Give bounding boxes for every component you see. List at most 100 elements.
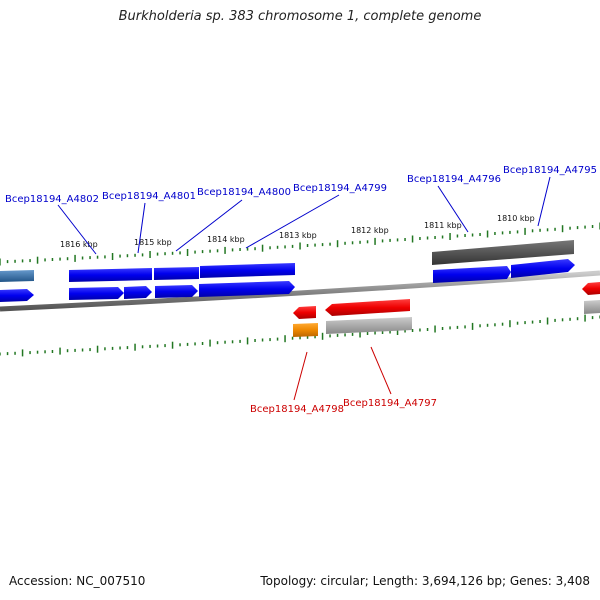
tick-mark — [531, 229, 534, 233]
tick-mark — [14, 351, 16, 355]
tick-mark — [29, 259, 31, 263]
gene-feature[interactable] — [0, 270, 34, 282]
tick-mark — [561, 318, 564, 322]
tick-mark — [336, 240, 339, 248]
tick-mark — [141, 345, 144, 349]
gene-label-a4795[interactable]: Bcep18194_A4795 — [503, 165, 597, 176]
tick-mark — [126, 254, 129, 258]
tick-mark — [389, 330, 391, 334]
tick-mark — [66, 349, 69, 353]
gene-label-a4797[interactable]: Bcep18194_A4797 — [343, 398, 437, 409]
tick-mark — [374, 237, 376, 245]
tick-mark — [321, 332, 324, 340]
cds-feature[interactable] — [155, 285, 198, 298]
callout-line — [57, 204, 97, 255]
tick-mark — [554, 227, 556, 231]
tick-mark — [134, 253, 136, 257]
cds-feature[interactable] — [433, 266, 511, 283]
gene-label-a4801[interactable]: Bcep18194_A4801 — [102, 191, 196, 202]
cds-feature[interactable] — [124, 286, 152, 299]
tick-mark — [546, 317, 549, 325]
tick-mark — [179, 251, 181, 255]
cds-feature[interactable] — [69, 287, 124, 300]
tick-mark — [59, 257, 61, 261]
callout-line — [175, 199, 243, 252]
tick-mark — [36, 350, 39, 354]
tick-mark — [171, 341, 174, 349]
gene-feature[interactable] — [326, 317, 412, 334]
cds-feature[interactable] — [511, 259, 575, 278]
gene-label-a4800[interactable]: Bcep18194_A4800 — [197, 187, 291, 198]
tick-mark — [156, 252, 159, 256]
callout-line — [537, 176, 551, 227]
gene-feature[interactable] — [293, 323, 318, 337]
tick-mark — [119, 346, 121, 350]
tick-mark — [209, 249, 211, 253]
callout-line — [245, 194, 340, 249]
tick-mark — [149, 344, 151, 348]
tick-mark — [306, 335, 309, 339]
tick-mark — [516, 230, 519, 234]
tick-mark — [66, 257, 69, 261]
tick-mark — [59, 347, 61, 355]
tick-mark — [546, 228, 549, 232]
gene-feature[interactable] — [69, 268, 152, 282]
tick-mark — [569, 317, 571, 321]
map-title: Burkholderia sp. 383 chromosome 1, compl… — [118, 9, 482, 24]
tick-mark — [396, 328, 399, 335]
tick-mark — [21, 259, 24, 263]
cds-feature[interactable] — [582, 282, 600, 295]
tick-mark — [164, 252, 166, 256]
gene-label-a4796[interactable]: Bcep18194_A4796 — [407, 174, 501, 185]
tick-mark — [276, 337, 279, 341]
cds-feature[interactable] — [293, 306, 316, 319]
tick-mark — [21, 349, 24, 357]
tick-mark — [96, 345, 99, 353]
tick-mark — [516, 321, 519, 325]
tick-mark — [44, 258, 46, 262]
gene-feature[interactable] — [154, 267, 199, 280]
gene-feature[interactable] — [432, 240, 574, 265]
tick-mark — [44, 350, 46, 354]
tick-mark — [81, 256, 84, 260]
cds-feature[interactable] — [325, 299, 410, 316]
tick-mark — [329, 242, 331, 246]
tick-mark — [471, 322, 474, 330]
tick-mark — [404, 238, 406, 241]
tick-mark — [344, 241, 346, 245]
tick-mark — [224, 246, 226, 254]
tick-mark — [494, 323, 496, 327]
tick-mark — [81, 348, 84, 352]
kbp-label-1816: 1816 kbp — [60, 240, 98, 249]
cds-feature[interactable] — [0, 289, 34, 302]
tick-mark — [314, 243, 316, 247]
gene-feature[interactable] — [584, 300, 600, 314]
gene-label-a4799[interactable]: Bcep18194_A4799 — [293, 183, 387, 194]
gene-feature[interactable] — [200, 263, 295, 278]
tick-mark — [509, 320, 511, 328]
callout-line — [137, 202, 146, 254]
tick-mark — [306, 244, 309, 247]
cds-feature[interactable] — [199, 281, 295, 297]
tick-mark — [329, 334, 331, 338]
tick-mark — [276, 245, 279, 249]
tick-mark — [591, 316, 594, 320]
tick-mark — [524, 321, 526, 325]
tick-mark — [261, 244, 264, 252]
tick-mark — [6, 260, 9, 264]
tick-mark — [89, 256, 91, 260]
tick-mark — [479, 324, 481, 328]
tick-mark — [554, 318, 556, 322]
genome-backbone — [0, 270, 600, 312]
kbp-label-1813: 1813 kbp — [279, 231, 317, 240]
gene-label-a4802[interactable]: Bcep18194_A4802 — [5, 194, 99, 205]
tick-mark — [104, 347, 106, 351]
tick-mark — [539, 228, 541, 232]
gene-label-a4798[interactable]: Bcep18194_A4798 — [250, 404, 344, 415]
tick-mark — [261, 338, 264, 342]
tick-mark — [486, 323, 489, 327]
tick-mark — [134, 343, 136, 351]
tick-mark — [591, 225, 594, 228]
tick-mark — [254, 339, 256, 342]
